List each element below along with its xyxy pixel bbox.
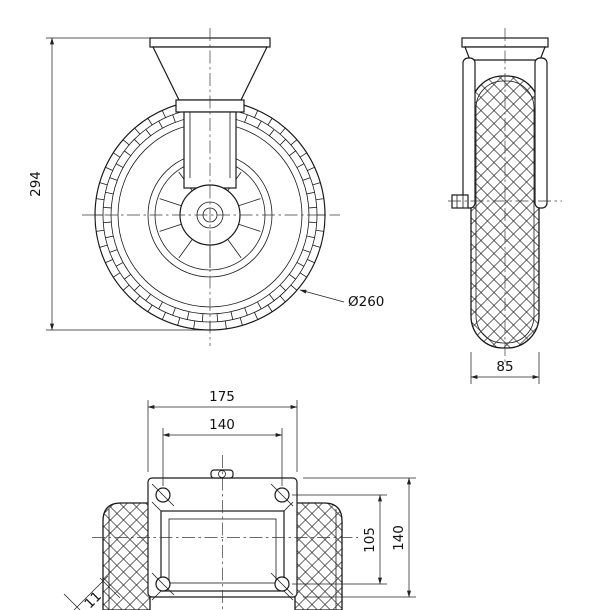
side-fork-leg-left [462,57,476,209]
grease-cap [218,470,226,478]
press-line-tr [283,501,294,512]
dim-diameter-260: Ø260 [299,289,384,310]
hole-slash-bl [151,572,175,596]
dim-hole-spacing-140: 140 [162,417,283,486]
dim-plate-depth-140: 140 [303,477,416,598]
dim-label-height: 294 [28,171,44,197]
plan-view [92,455,358,610]
tread-blocks-inner [103,108,317,322]
plan-tire-right [294,502,343,610]
dim-hole-spacing-105: 105 [292,494,387,585]
side-view [448,28,562,362]
dim-label-width: 85 [496,359,513,375]
dim-label-partial: 11 [81,588,104,610]
dim-label-hole-spacing-h: 140 [209,417,235,433]
hole-slash-br [270,572,294,596]
dim-height-294: 294 [28,37,208,331]
hole-slash-tl [151,483,175,507]
dim-label-diameter: Ø260 [348,294,384,310]
press-line-tl [151,501,162,512]
dim-label-plate-width: 175 [209,389,235,405]
front-view [82,28,340,346]
plan-tire-left [102,502,151,610]
dim-label-plate-depth: 140 [391,525,407,551]
plate-tab [210,469,234,479]
press-line-br [283,590,294,601]
dim-label-hole-spacing-v: 105 [362,527,378,553]
press-line-bl [151,590,162,601]
axle-bolt-head [451,194,469,209]
side-fork-leg-right [534,57,548,209]
hole-slash-tr [270,483,294,507]
dim-plate-width-175: 175 [147,389,298,472]
dim-width-85: 85 [470,352,540,384]
